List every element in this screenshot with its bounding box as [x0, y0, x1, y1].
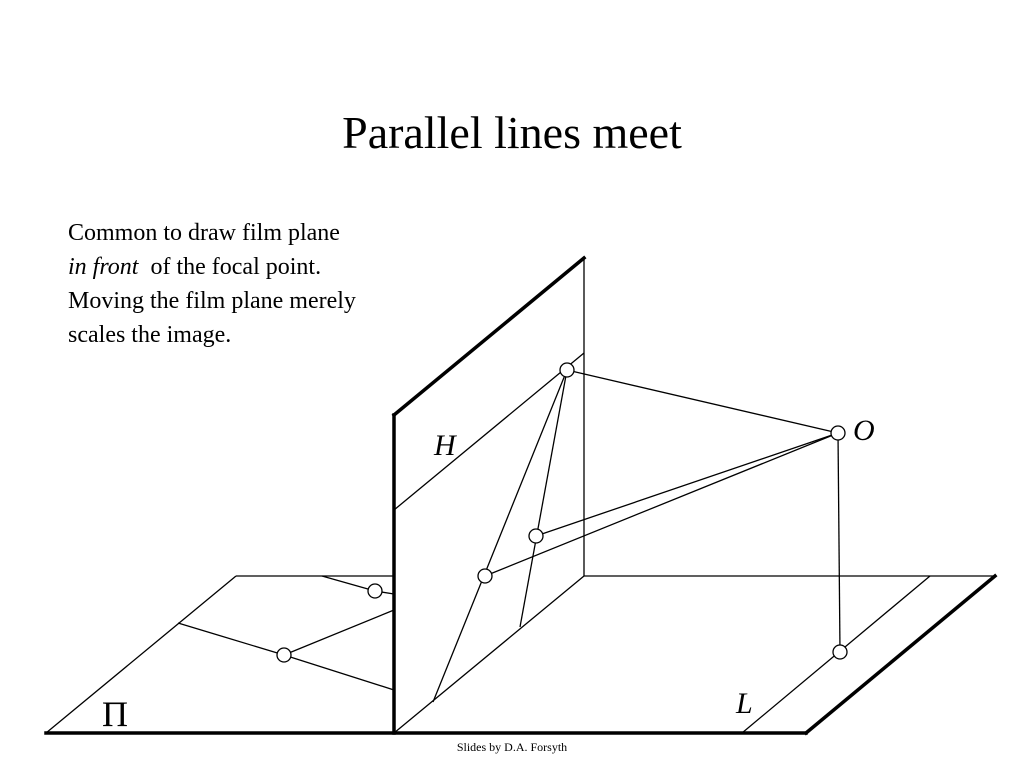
ground-line-2 [283, 654, 395, 691]
body-line-4: scales the image. [68, 322, 232, 348]
ground-line-4 [321, 575, 376, 592]
slide-title: Parallel lines meet [342, 107, 682, 158]
body-line-2-italic: in front [68, 254, 139, 280]
thin-lines [45, 258, 995, 734]
thick-lines [44, 255, 998, 736]
body-text: Common to draw film plane in front of th… [68, 216, 356, 352]
vertical-from-O [837, 432, 841, 653]
footer-credit: Slides by D.A. Forsyth [456, 740, 568, 754]
image-point-upper [528, 528, 544, 544]
body-line-1: Common to draw film plane [68, 220, 340, 246]
horizon-line [393, 352, 585, 511]
body-line-2: in front of the focal point. [68, 250, 356, 284]
image-plane-top-edge [391, 255, 587, 418]
label-H: H [433, 429, 458, 462]
ground-line-1 [177, 622, 285, 656]
body-line-2-rest: of the focal point. [138, 254, 322, 280]
label-L: L [735, 687, 753, 720]
image-point-lower [477, 568, 493, 584]
body-line-3: Moving the film plane merely [68, 288, 356, 314]
ground-point-back [367, 583, 383, 599]
ray-upper [535, 432, 839, 537]
label-Pi: Π [102, 694, 128, 734]
point-on-L [832, 644, 848, 660]
ground-point-front [276, 647, 292, 663]
ray-lower [484, 432, 839, 577]
focal-point-O [830, 425, 846, 441]
points [276, 362, 848, 663]
image-plane-base-edge [393, 575, 585, 734]
ground-line-3 [283, 609, 395, 656]
vanishing-point [559, 362, 575, 378]
image-line-left [432, 369, 568, 703]
ground-plane-right-edge [803, 573, 998, 736]
label-O: O [853, 414, 875, 447]
ray-vanishing [566, 369, 839, 434]
image-line-right [519, 369, 568, 628]
ground-plane-left-edge [45, 575, 237, 734]
